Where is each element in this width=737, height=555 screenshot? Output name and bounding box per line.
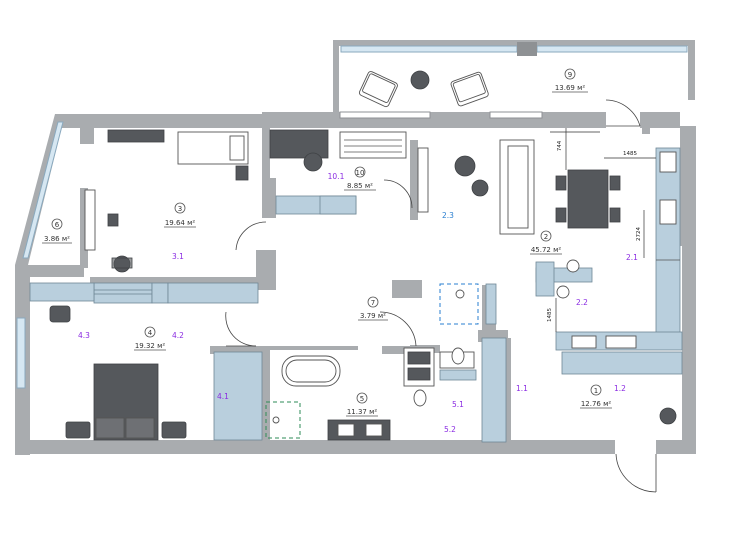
room-balcony xyxy=(339,70,641,127)
room-bathroom-5 xyxy=(265,337,507,443)
room-bedroom-4 xyxy=(29,282,263,441)
room-area-9: 13.69 м² xyxy=(555,84,586,92)
zone-4-2: 4.2 xyxy=(172,331,184,340)
room-label-3: 3 19.64 м² xyxy=(164,202,196,228)
room-number-2: 2 xyxy=(544,233,548,241)
room-label-2: 2 45.72 м² xyxy=(530,230,562,255)
room-label-9: 9 13.69 м² xyxy=(552,68,588,93)
zone-1-2: 1.2 xyxy=(614,384,626,393)
room-area-7: 3.79 м² xyxy=(360,312,386,320)
zone-2-3: 2.3 xyxy=(442,211,454,220)
zone-2-1: 2.1 xyxy=(626,253,638,262)
zone-5-1: 5.1 xyxy=(452,400,464,409)
room-area-5: 11.37 м² xyxy=(347,408,378,416)
room-kitchen-1 xyxy=(561,335,683,493)
room-area-6: 3.86 м² xyxy=(44,235,70,243)
zone-labels: 10.1 2.3 3.1 2.1 2.2 4.3 4.2 1.1 1.2 4.1… xyxy=(78,172,638,434)
room-label-1: 1 12.76 м² xyxy=(580,384,612,409)
zone-4-1: 4.1 xyxy=(217,392,229,401)
dimension-labels: 1485 744 2724 1485 xyxy=(547,140,642,322)
room-area-4: 19.32 м² xyxy=(135,342,166,350)
room-label-4: 4 19.32 м² xyxy=(134,326,166,351)
room-area-1: 12.76 м² xyxy=(581,400,612,408)
zone-3-1: 3.1 xyxy=(172,252,184,261)
dim-2724: 2724 xyxy=(636,227,642,241)
zone-4-3: 4.3 xyxy=(78,331,90,340)
dim-744: 744 xyxy=(557,140,563,151)
room-number-6: 6 xyxy=(55,221,60,229)
room-label-5: 5 11.37 м² xyxy=(346,392,378,417)
room-label-7: 7 3.79 м² xyxy=(358,296,388,321)
room-number-10: 10 xyxy=(356,169,365,177)
dim-1485-top: 1485 xyxy=(623,151,637,157)
room-wc-7 xyxy=(379,283,497,347)
room-number-5: 5 xyxy=(360,395,364,403)
room-number-9: 9 xyxy=(568,71,572,79)
room-number-4: 4 xyxy=(148,329,153,337)
room-number-3: 3 xyxy=(178,205,182,213)
zone-1-1: 1.1 xyxy=(516,384,528,393)
dimension-lines xyxy=(550,128,656,332)
zone-2-2: 2.2 xyxy=(576,298,588,307)
room-label-6: 6 3.86 м² xyxy=(42,218,72,244)
zone-10-1: 10.1 xyxy=(328,172,345,181)
room-area-3: 19.64 м² xyxy=(165,219,196,227)
room-area-2: 45.72 м² xyxy=(531,246,562,254)
room-bedroom-3 xyxy=(84,129,267,273)
room-label-10: 10 8.85 м² xyxy=(344,166,376,191)
wardrobe-3-1 xyxy=(93,282,259,304)
room-labels: 9 13.69 м² 10 8.85 м² 3 19.64 м² 6 3.86 … xyxy=(42,68,612,417)
room-study-10 xyxy=(269,129,429,215)
dim-1485-left: 1485 xyxy=(547,308,553,322)
zone-5-2: 5.2 xyxy=(444,425,456,434)
room-number-1: 1 xyxy=(594,387,598,395)
room-area-10: 8.85 м² xyxy=(347,182,373,190)
room-number-7: 7 xyxy=(371,299,375,307)
